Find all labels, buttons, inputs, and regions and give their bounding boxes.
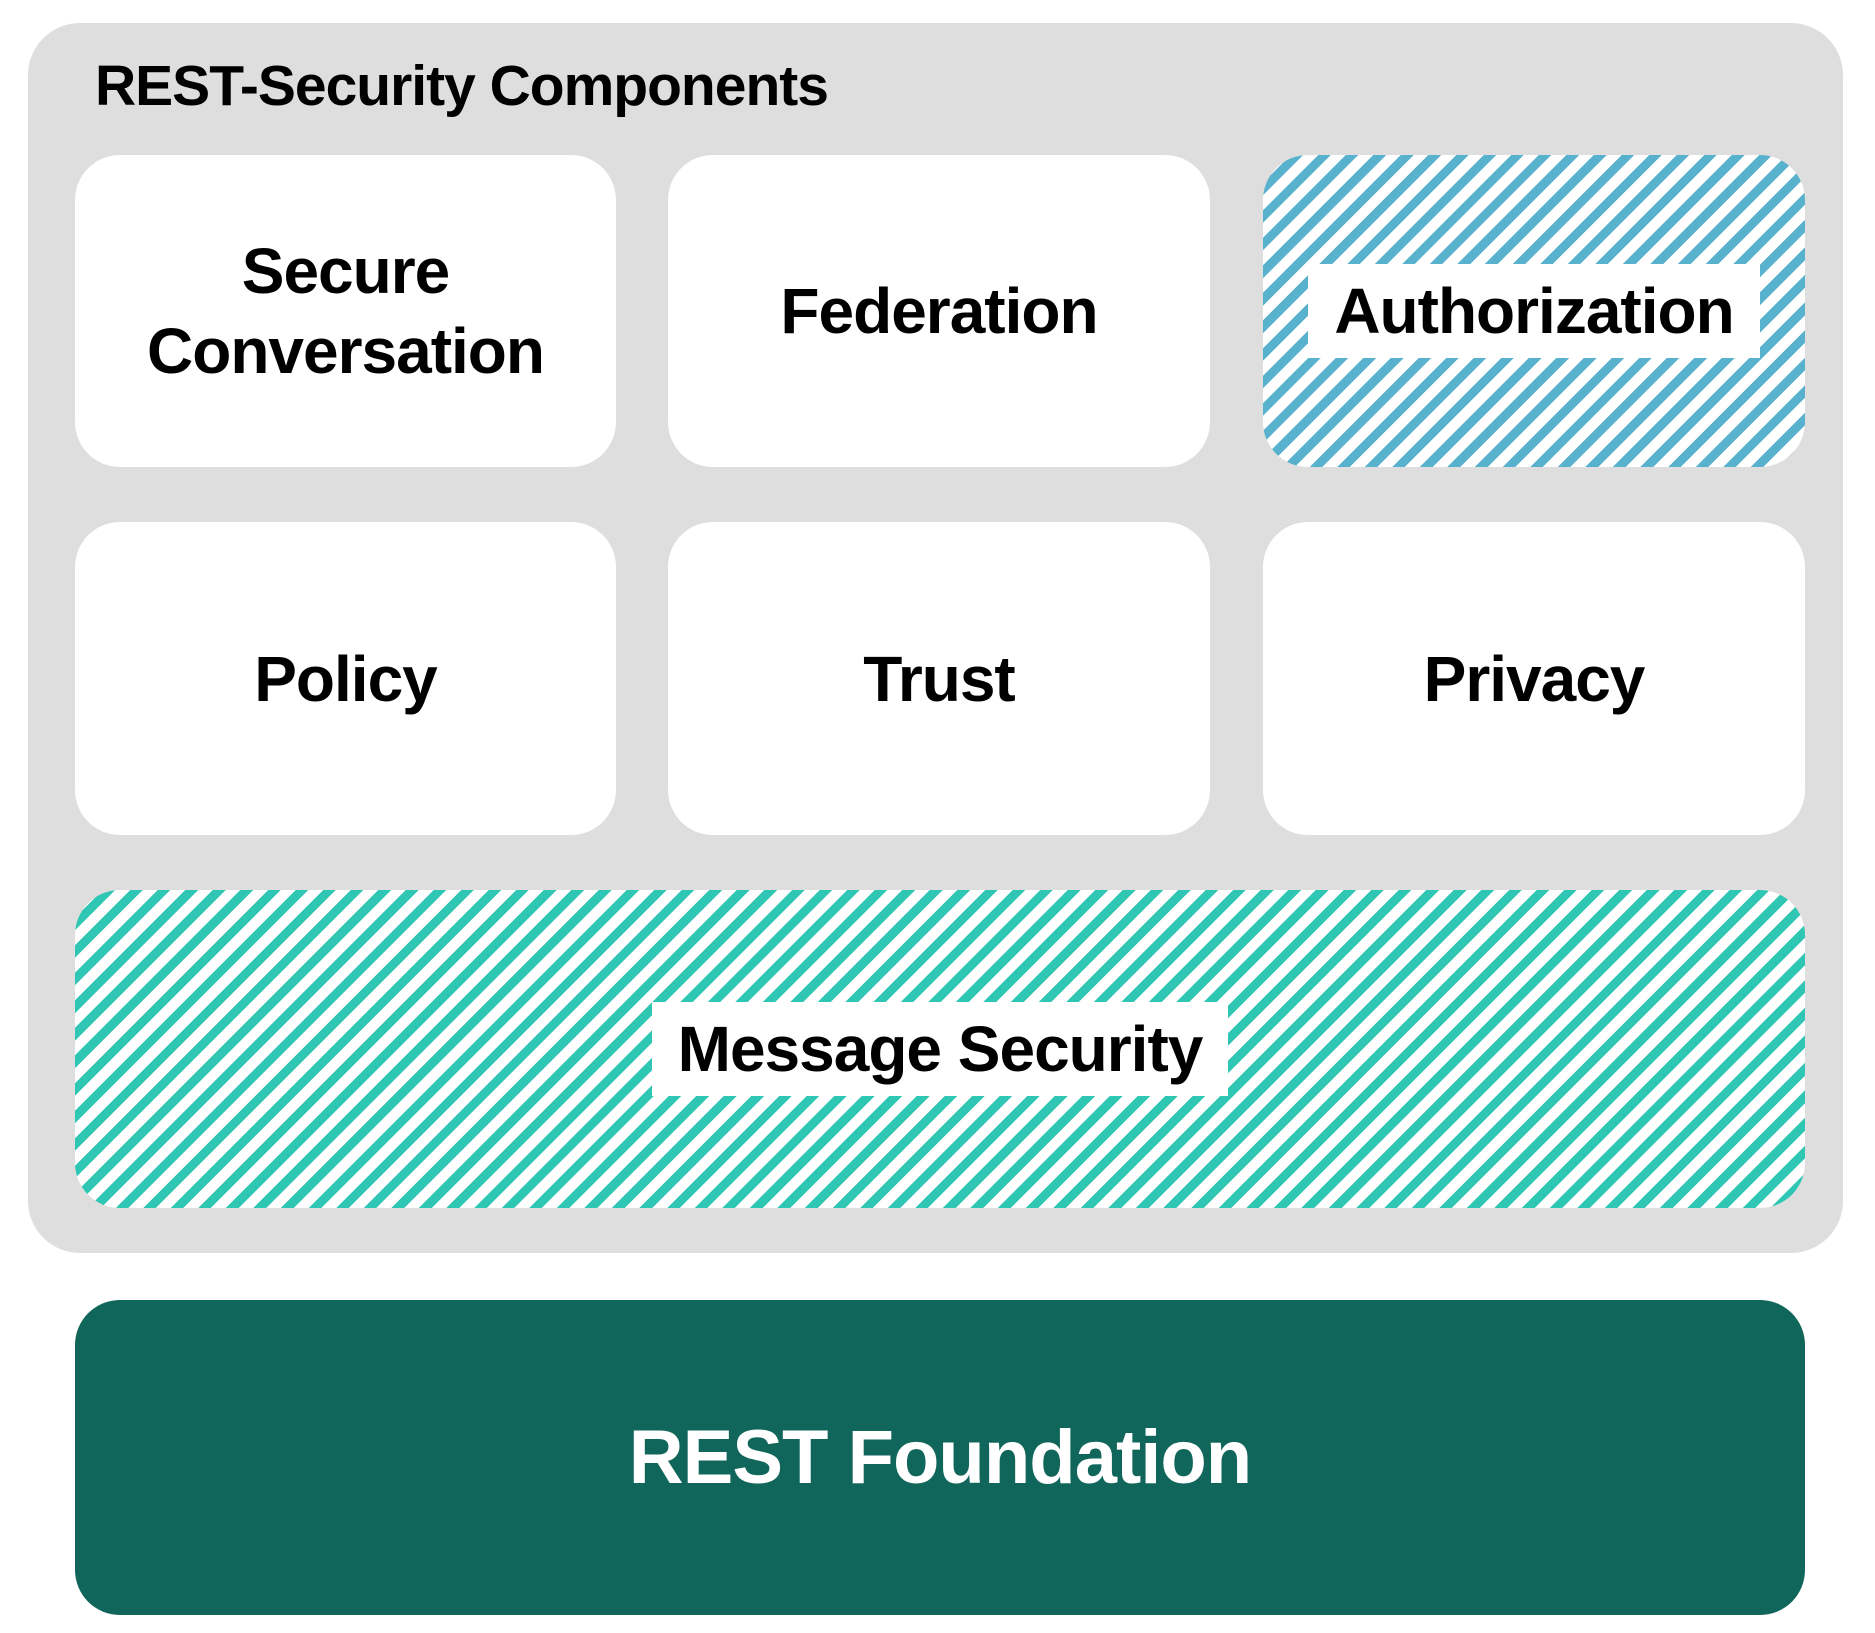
- component-box-authorization: Authorization: [1263, 155, 1805, 467]
- component-label-trust: Trust: [863, 642, 1015, 715]
- panel-title: REST-Security Components: [95, 54, 829, 118]
- component-box-trust: Trust: [668, 522, 1210, 835]
- rest-foundation-label: REST Foundation: [628, 1415, 1252, 1500]
- component-label-message-security: Message Security: [651, 1001, 1229, 1097]
- component-label-authorization: Authorization: [1308, 263, 1760, 359]
- component-box-message-security: Message Security: [75, 890, 1805, 1208]
- component-box-secure-conversation: Secure Conversation: [75, 155, 616, 467]
- component-label-policy: Policy: [254, 642, 438, 715]
- component-label-federation: Federation: [780, 275, 1098, 347]
- component-box-federation: Federation: [668, 155, 1210, 467]
- component-label-secure-conversation: Secure Conversation: [147, 235, 545, 387]
- component-box-policy: Policy: [75, 522, 616, 835]
- component-label-privacy: Privacy: [1423, 642, 1646, 715]
- component-box-privacy: Privacy: [1263, 522, 1805, 835]
- rest-security-components-panel: REST-Security Components Secure Conversa…: [28, 23, 1843, 1253]
- rest-foundation-box: REST Foundation: [75, 1300, 1805, 1615]
